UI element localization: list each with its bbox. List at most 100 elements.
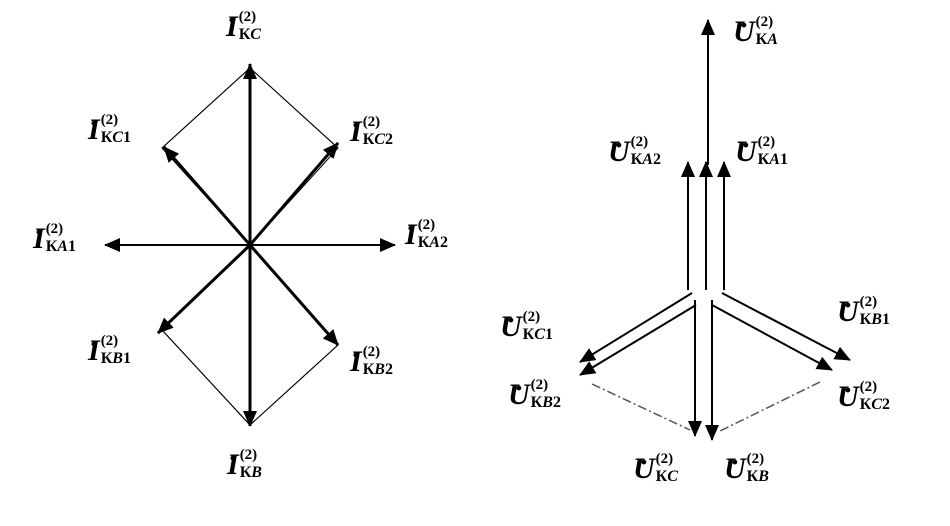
label-sup: (2) <box>859 294 878 310</box>
label-letter: U <box>508 378 530 411</box>
label-sub-k: К <box>522 326 535 343</box>
label-sub-k: К <box>238 26 251 43</box>
label-letter: I <box>227 448 239 481</box>
label-u-ka: ·U(2)КA <box>733 11 778 49</box>
label-i-kb1: ·I(2)КB1 <box>88 330 131 368</box>
label-sub-k: К <box>859 396 872 413</box>
label-letter: U <box>633 452 655 485</box>
label-u-kc: ·U(2)КC <box>633 448 678 486</box>
label-letter: U <box>733 15 755 48</box>
label-sub-k: К <box>239 464 252 481</box>
dot-mark: · <box>613 129 624 162</box>
label-u-ka2: ·U(2)КA2 <box>608 131 661 169</box>
dot-mark: · <box>513 372 524 405</box>
label-sub-seq: 2 <box>384 361 393 378</box>
label-sup: (2) <box>100 333 119 349</box>
label-sub-seq: 1 <box>67 238 76 255</box>
label-sub-phase: C <box>534 326 545 343</box>
label-u-ka1: ·U(2)КA1 <box>735 131 788 169</box>
label-sup: (2) <box>362 344 381 360</box>
label-sub-seq: 1 <box>122 350 131 367</box>
vector-i-kc2 <box>248 142 340 246</box>
label-sup: (2) <box>630 134 649 150</box>
label-letter: I <box>405 218 417 251</box>
label-letter: U <box>735 135 757 168</box>
label-letter: I <box>350 115 362 148</box>
label-i-kb2: ·I(2)КB2 <box>350 341 393 379</box>
label-letter: U <box>608 135 630 168</box>
label-sub-k: К <box>100 350 113 367</box>
vector-u-kb2 <box>579 304 697 376</box>
label-sub-seq: 1 <box>544 326 553 343</box>
label-sub-seq: 2 <box>652 151 661 168</box>
dot-mark: · <box>227 442 238 475</box>
label-i-kc1: ·I(2)КC1 <box>88 109 131 147</box>
label-sup: (2) <box>239 447 258 463</box>
label-sub-k: К <box>755 31 768 48</box>
label-sup: (2) <box>522 309 541 325</box>
current-diamond-top-left <box>161 67 251 149</box>
label-sub-seq: 1 <box>122 129 131 146</box>
label-sub-k: К <box>630 151 643 168</box>
label-sup: (2) <box>238 9 257 25</box>
vector-i-kb2 <box>248 244 340 346</box>
label-sub-k: К <box>45 238 58 255</box>
label-sup: (2) <box>757 134 776 150</box>
label-sub-seq: 2 <box>384 131 393 148</box>
label-sub-k: К <box>859 311 872 328</box>
label-sub-seq: 1 <box>779 151 788 168</box>
label-sub-k: К <box>362 131 375 148</box>
label-i-ka1: ·I(2)КA1 <box>33 218 76 256</box>
label-sub-k: К <box>417 234 430 251</box>
label-sub-seq: 2 <box>439 234 448 251</box>
label-letter: I <box>88 113 100 146</box>
label-sub-k: К <box>362 361 375 378</box>
label-sub-k: К <box>530 394 543 411</box>
dot-mark: · <box>350 109 361 142</box>
label-sup: (2) <box>859 379 878 395</box>
label-sub-phase: A <box>57 238 68 255</box>
dot-mark: · <box>842 289 853 322</box>
dot-mark: · <box>638 446 649 479</box>
dot-mark: · <box>88 328 99 361</box>
label-sup: (2) <box>100 112 119 128</box>
vector-u-kb1 <box>721 292 851 361</box>
label-letter: U <box>500 310 522 343</box>
label-sub-phase: B <box>871 311 882 328</box>
dot-mark: · <box>738 9 749 42</box>
label-sub-k: К <box>655 468 668 485</box>
label-sup: (2) <box>417 217 436 233</box>
voltage-diagram <box>579 19 851 441</box>
label-letter: U <box>837 295 859 328</box>
label-letter: I <box>350 345 362 378</box>
dot-mark: · <box>226 4 237 37</box>
label-sub-phase: B <box>112 350 123 367</box>
label-sub-seq: 1 <box>881 311 890 328</box>
label-sub-phase: A <box>767 31 778 48</box>
label-sub-phase: C <box>667 468 678 485</box>
current-diamond-bottom-left <box>161 329 251 426</box>
current-diagram <box>104 63 396 427</box>
label-sub-k: К <box>100 129 113 146</box>
label-sub-phase: A <box>429 234 440 251</box>
label-sup: (2) <box>755 14 774 30</box>
dot-mark: · <box>729 446 740 479</box>
dot-mark: · <box>740 129 751 162</box>
voltage-dashed-right <box>717 381 821 433</box>
current-diamond-bottom-right <box>249 344 339 426</box>
vector-i-kc1 <box>162 146 252 246</box>
dot-mark: · <box>350 339 361 372</box>
label-i-kc: ·I(2)КC <box>226 6 261 44</box>
dot-mark: · <box>505 304 516 337</box>
label-u-kb2: ·U(2)КB2 <box>508 374 561 412</box>
label-sub-phase: B <box>542 394 553 411</box>
label-i-kb: ·I(2)КB <box>227 444 262 482</box>
label-sub-phase: C <box>374 131 385 148</box>
label-sup: (2) <box>655 451 674 467</box>
label-sub-phase: C <box>250 26 261 43</box>
dot-mark: · <box>842 374 853 407</box>
label-sub-seq: 2 <box>881 396 890 413</box>
label-letter: U <box>724 452 746 485</box>
